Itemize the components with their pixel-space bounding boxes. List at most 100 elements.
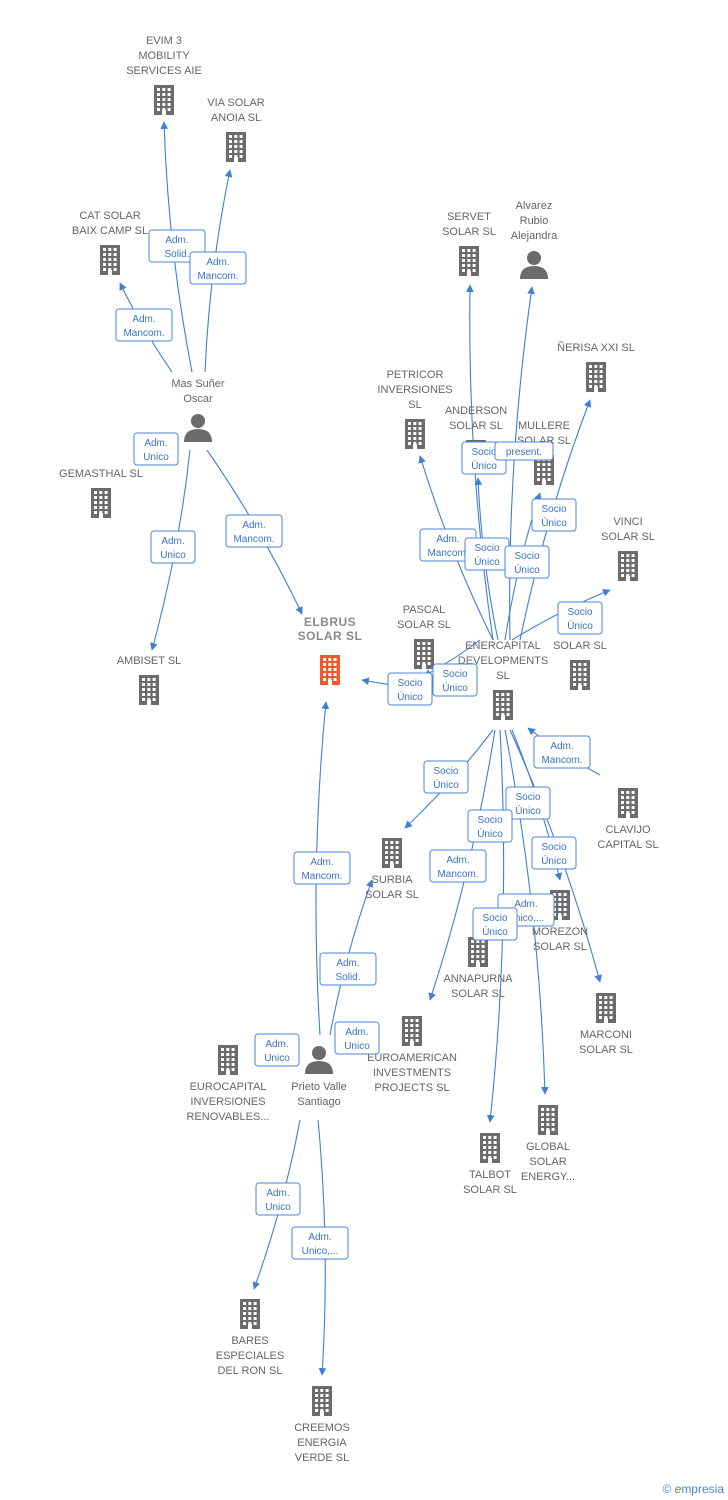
node-label: VERDE SL [295, 1452, 349, 1464]
relation-text: Único [471, 459, 497, 472]
node-label: EVIM 3 [146, 35, 182, 47]
relation-label[interactable]: Adm.Mancom. [293, 851, 351, 885]
relation-text: Único [433, 778, 459, 791]
relation-label[interactable]: Adm. Unico,... [291, 1226, 349, 1260]
brand-initial: e [674, 1482, 682, 1496]
relation-label[interactable]: Adm.Mancom. [115, 308, 173, 342]
relation-text: Único [514, 563, 540, 576]
node-label: SOLAR SL [442, 226, 496, 238]
node-label: MULLERE [518, 420, 570, 432]
node-gemasthal[interactable]: GEMASTHAL SL [59, 468, 143, 518]
relation-text: Unico [265, 1202, 291, 1213]
node-label: SOLAR [529, 1156, 566, 1168]
relation-text: Unico,... [508, 913, 545, 924]
relation-text: Adm. [514, 899, 537, 910]
node-nerisa[interactable]: ÑERISA XXI SL [557, 341, 635, 392]
relation-label[interactable]: Adm.Mancom. [189, 251, 247, 285]
node-label: RENOVABLES... [187, 1111, 270, 1123]
node-label: SOLAR SL [463, 1184, 517, 1196]
node-label: INVERSIONES [377, 384, 452, 396]
copyright-footer: © empresia [662, 1482, 724, 1496]
node-talbot[interactable]: TALBOT SOLAR SL [463, 1133, 517, 1196]
building-icon [226, 132, 246, 162]
building-icon [240, 1299, 260, 1329]
relation-text: Adm. [132, 314, 155, 325]
node-label: SOLAR SL [298, 629, 363, 643]
relation-text: Único [397, 690, 423, 703]
building-icon [320, 655, 340, 685]
relation-label[interactable]: present. [494, 441, 554, 461]
relation-edge [509, 286, 535, 641]
relation-text: Mancom. [301, 871, 342, 882]
node-ambiset[interactable]: AMBISET SL [117, 655, 182, 705]
relation-text: Unico [344, 1041, 370, 1052]
relation-label[interactable]: Adm. Unico [133, 432, 179, 466]
node-label: CREEMOS [294, 1422, 350, 1434]
node-label: SL [496, 670, 509, 682]
building-icon [154, 85, 174, 115]
node-label: INVESTMENTS [373, 1067, 451, 1079]
node-label: ENERGY... [521, 1171, 575, 1183]
relation-label[interactable]: Adm.Mancom. [533, 735, 591, 769]
relation-text: Único [474, 555, 500, 568]
relation-text: Adm. [144, 438, 167, 449]
node-label: CLAVIJO [605, 824, 650, 836]
relation-label[interactable]: Adm.Unico [150, 530, 196, 564]
relation-text: Socio [442, 669, 467, 680]
relation-text: Unico [143, 452, 169, 463]
relation-text: Adm. [265, 1039, 288, 1050]
relation-text: Adm. [308, 1232, 331, 1243]
node-label: TALBOT [469, 1169, 511, 1181]
relation-label[interactable]: Adm.Unico [254, 1033, 300, 1067]
relation-text: Único [541, 516, 567, 529]
relation-text: present. [506, 447, 542, 458]
relation-label[interactable]: Adm.Solid. [319, 952, 377, 986]
relation-text: Adm. [345, 1027, 368, 1038]
relation-label[interactable]: Adm. Unico [334, 1021, 380, 1055]
relation-label[interactable]: Adm.Mancom. [429, 849, 487, 883]
node-label: SL [408, 399, 421, 411]
relation-text: Unico,... [302, 1246, 339, 1257]
node-eurocapital[interactable]: EUROCAPITALINVERSIONESRENOVABLES... [187, 1045, 270, 1123]
relation-text: Adm. [550, 741, 573, 752]
relation-text: Socio [541, 842, 566, 853]
building-icon [493, 690, 513, 720]
relation-label[interactable]: Adm.Mancom. [225, 514, 283, 548]
building-icon [312, 1386, 332, 1416]
node-global[interactable]: GLOBALSOLARENERGY... [521, 1105, 575, 1183]
node-label: SOLAR SL [579, 1044, 633, 1056]
node-label: SOLAR SL [553, 640, 607, 652]
node-pegaces[interactable]: PE...ESSOLAR SL [553, 625, 607, 690]
relation-label[interactable]: Adm.Unico [255, 1182, 301, 1216]
